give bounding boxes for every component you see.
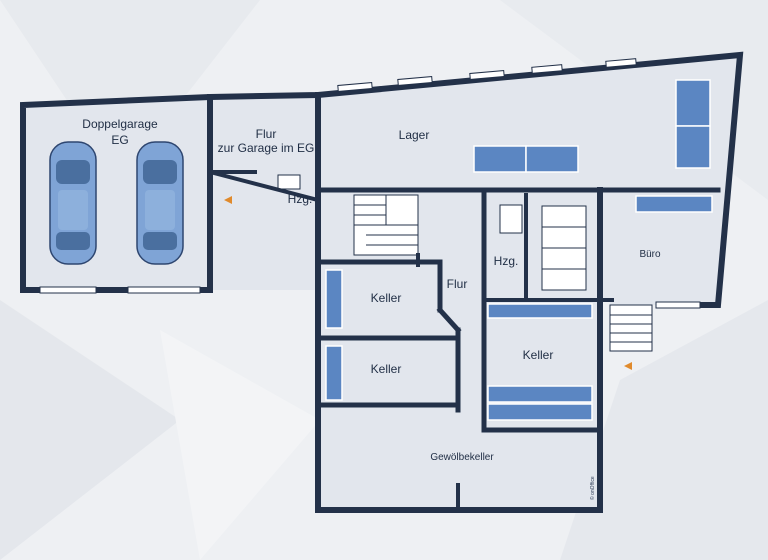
watermark: © onOffice [589,476,596,500]
furniture [277,79,713,421]
stairs-interior [353,194,419,256]
boiler-small [277,174,301,190]
shelf-keller-3a [487,303,593,319]
label-buero: Büro [639,249,661,260]
lager-window-1 [337,81,373,93]
label-garage: Doppelgarage [82,117,158,131]
shelf-keller-1 [325,269,343,329]
label-hzg-mid: Hzg. [494,254,519,268]
car-left [49,141,97,265]
lager-window-4 [531,64,563,74]
garage-window-1 [39,286,97,294]
entrance-markers [224,196,632,370]
walls [20,51,744,513]
lager-window-2 [397,75,433,87]
shelf-buero-3 [635,195,713,213]
shelf-keller-2 [325,345,343,401]
entrance-arrow-main [624,362,632,370]
label-flur-garage-1: Flur [256,127,277,141]
label-lager: Lager [399,128,430,142]
label-keller-3: Keller [523,348,554,362]
boiler-hzg [499,204,523,234]
label-flur: Flur [447,277,468,291]
car-right [136,141,184,265]
room-labels: Doppelgarage EG Flur zur Garage im EG Hz… [82,117,661,500]
entrance-arrow-garage [224,196,232,204]
label-garage-sub: EG [111,133,128,147]
label-keller-2: Keller [371,362,402,376]
buero-window-1 [605,58,637,68]
stairs-exterior [609,304,653,352]
label-flur-garage-2: zur Garage im EG [218,141,315,155]
buero-window-2 [655,301,701,309]
lager-window-3 [469,69,505,81]
shelf-keller-3b [487,385,593,403]
garage-window-2 [127,286,201,294]
label-keller-1: Keller [371,291,402,305]
windows [39,58,701,309]
label-gewoelbekeller: Gewölbekeller [430,452,494,463]
label-hzg-small: Hzg. [288,192,313,206]
shelf-keller-3c [487,403,593,421]
shelf-buero-2 [675,125,711,169]
shelf-buero-1 [675,79,711,127]
shelf-lager-2 [525,145,579,173]
shelf-lager-1 [473,145,527,173]
